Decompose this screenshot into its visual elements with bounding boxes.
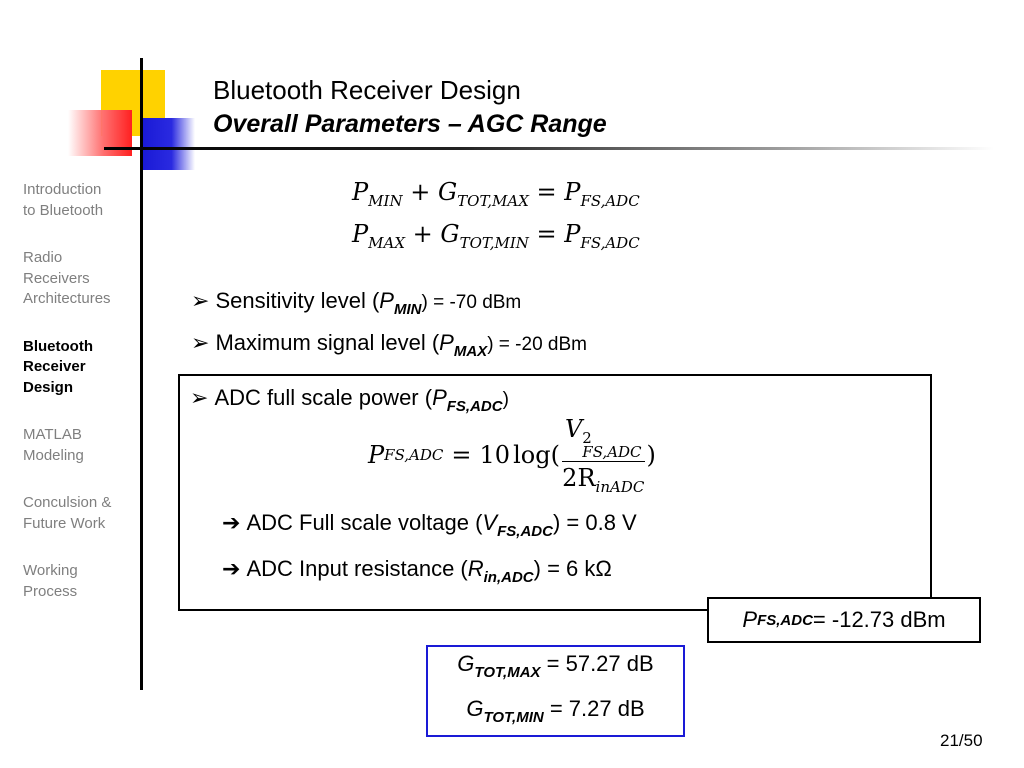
- decor-vertical-line: [140, 58, 143, 690]
- bullet-adc-resistance: ➔ADC Input resistance (Rin,ADC) = 6 kΩ: [222, 556, 612, 586]
- sidebar-item-label: Working: [23, 562, 78, 579]
- bullet-arrow-icon: ➢: [191, 330, 210, 355]
- sidebar-item-label: Process: [23, 582, 78, 600]
- sidebar-item-label: Bluetooth: [23, 337, 93, 355]
- sidebar-item-matlab-modeling[interactable]: MATLAB Modeling: [23, 425, 135, 466]
- sidebar-item-label: Receiver: [23, 358, 86, 375]
- bullet-adc-voltage: ➔ADC Full scale voltage (VFS,ADC) = 0.8 …: [222, 510, 637, 540]
- sidebar-item-label: Architectures: [23, 290, 111, 307]
- bullet-sensitivity: ➢Sensitivity level (PMIN) = -70 dBm: [191, 288, 522, 318]
- sidebar-item-label: Radio: [23, 249, 63, 266]
- bullet-arrow-icon: ➢: [191, 288, 210, 313]
- sidebar-item-label: Receivers: [23, 269, 90, 287]
- decor-horizontal-line: [104, 147, 994, 150]
- sidebar-item-label: Modeling: [23, 446, 84, 464]
- slide-subtitle: Overall Parameters – AGC Range: [213, 110, 607, 138]
- bullet-adc-power: ➢ADC full scale power (PFS,ADC): [190, 385, 509, 415]
- adc-parameters-box: [178, 374, 932, 611]
- sidebar-nav: Introduction to Bluetooth Radio Receiver…: [23, 180, 135, 629]
- gain-result-box: GTOT,MAX = 57.27 dB GTOT,MIN = 7.27 dB: [426, 645, 685, 737]
- sidebar-item-label: to Bluetooth: [23, 201, 104, 219]
- sidebar-item-radio-receivers[interactable]: Radio Receivers Architectures: [23, 248, 135, 310]
- sidebar-item-introduction[interactable]: Introduction to Bluetooth: [23, 180, 135, 221]
- sidebar-item-label: Introduction: [23, 181, 102, 198]
- bullet-arrow-icon: ➢: [190, 385, 209, 410]
- arrow-right-icon: ➔: [222, 510, 241, 535]
- sidebar-item-label: Future Work: [23, 514, 106, 532]
- sidebar-item-label: Design: [23, 378, 74, 396]
- page-number: 21/50: [940, 731, 983, 750]
- sidebar-item-working-process[interactable]: Working Process: [23, 561, 135, 602]
- bullet-max-signal: ➢Maximum signal level (PMAX) = -20 dBm: [191, 330, 587, 360]
- gain-max-line: GTOT,MAX = 57.27 dB: [457, 651, 654, 681]
- decor-blue-square: [143, 118, 195, 170]
- equation-pmin: PMIN + GTOT,MAX = PFS,ADC: [352, 178, 640, 210]
- sidebar-item-bluetooth-receiver-design[interactable]: Bluetooth Receiver Design: [23, 337, 135, 399]
- sidebar-item-conclusion[interactable]: Conculsion & Future Work: [23, 493, 135, 534]
- sidebar-item-label: MATLAB: [23, 426, 82, 443]
- gain-min-line: GTOT,MIN = 7.27 dB: [466, 696, 645, 726]
- arrow-right-icon: ➔: [222, 556, 241, 581]
- sidebar-item-label: Conculsion &: [23, 494, 112, 511]
- equation-pmax: PMAX + GTOT,MIN = PFS,ADC: [352, 220, 640, 252]
- slide-title: Bluetooth Receiver Design: [213, 75, 521, 105]
